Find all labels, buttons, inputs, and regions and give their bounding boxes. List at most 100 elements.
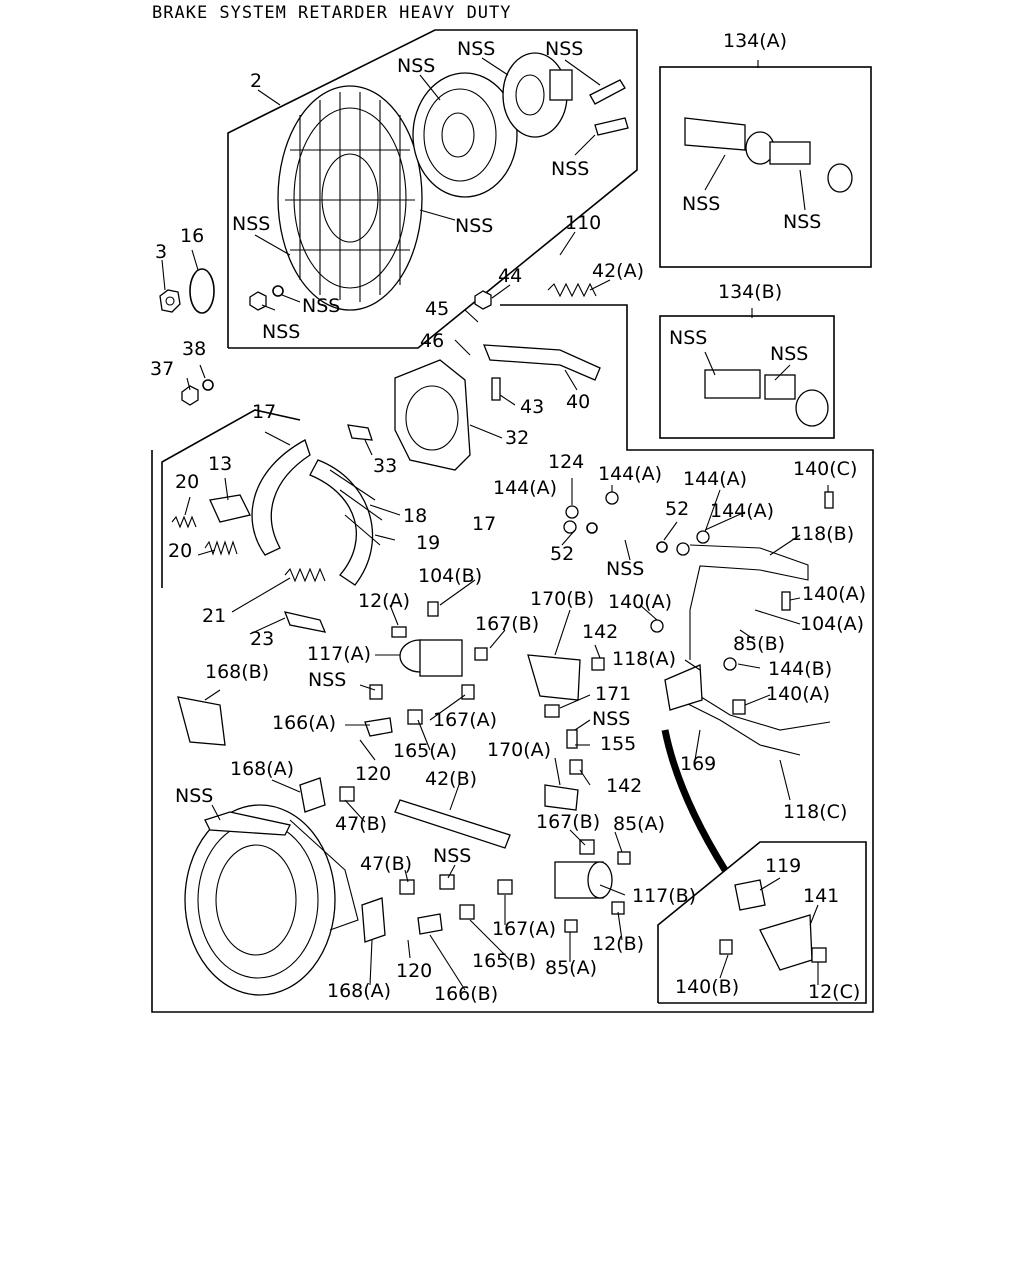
label-117b: 117(B) <box>632 885 696 907</box>
label-nss-4: NSS <box>551 158 589 180</box>
label-169: 169 <box>680 753 716 775</box>
spring-20b <box>204 540 238 556</box>
backing-plate-32 <box>394 359 471 471</box>
label-52-b: 52 <box>550 543 574 565</box>
label-85a-2: 85(A) <box>545 957 597 979</box>
label-47b-2: 47(B) <box>360 853 412 875</box>
label-40: 40 <box>566 391 590 413</box>
label-nss-12: NSS <box>175 785 213 807</box>
retarder-drum <box>277 85 423 311</box>
plate-168a-lower <box>361 897 386 943</box>
label-140a-1: 140(A) <box>802 583 866 605</box>
plate-168a-upper <box>299 777 326 813</box>
label-144a-4: 144(A) <box>710 500 774 522</box>
fasteners <box>339 491 834 963</box>
bracket-141 <box>759 914 813 971</box>
label-110: 110 <box>565 212 601 234</box>
pipe-118b <box>689 544 809 660</box>
label-140a-3: 140(A) <box>766 683 830 705</box>
spring-42a <box>547 282 597 298</box>
label-nss-2: NSS <box>457 38 495 60</box>
label-170a: 170(A) <box>487 739 551 761</box>
label-12c: 12(C) <box>808 981 860 1003</box>
label-144a-3: 144(A) <box>683 468 747 490</box>
label-167a-2: 167(A) <box>492 918 556 940</box>
label-nss-6: NSS <box>232 213 270 235</box>
plate-168b <box>177 696 226 746</box>
label-nss-13: NSS <box>433 845 471 867</box>
page-title: BRAKE SYSTEM RETARDER HEAVY DUTY <box>152 3 512 23</box>
label-37: 37 <box>150 358 174 380</box>
label-43: 43 <box>520 396 544 418</box>
label-23: 23 <box>250 628 274 650</box>
label-165a: 165(A) <box>393 740 457 762</box>
label-142-a: 142 <box>582 621 618 643</box>
label-85a-1: 85(A) <box>613 813 665 835</box>
label-166b: 166(B) <box>434 983 498 1005</box>
label-167b-2: 167(B) <box>536 811 600 833</box>
hub-flange <box>502 52 573 138</box>
label-45: 45 <box>425 298 449 320</box>
label-13: 13 <box>208 453 232 475</box>
label-166a: 166(A) <box>272 712 336 734</box>
actuator-117b <box>554 861 613 899</box>
label-17-right: 17 <box>472 513 496 535</box>
pin-33 <box>347 424 373 441</box>
label-20-a: 20 <box>175 471 199 493</box>
label-nss-5: NSS <box>455 215 493 237</box>
label-12b: 12(B) <box>592 933 644 955</box>
label-nss-1: NSS <box>397 55 435 77</box>
label-168a-1: 168(A) <box>230 758 294 780</box>
label-134a: 134(A) <box>723 30 787 52</box>
label-167a-1: 167(A) <box>433 709 497 731</box>
label-140c: 140(C) <box>793 458 857 480</box>
bracket-170a <box>544 784 579 811</box>
seal-16 <box>189 268 215 314</box>
label-140a-2: 140(A) <box>608 591 672 613</box>
frame-top-assembly <box>227 29 638 349</box>
label-117a: 117(A) <box>307 643 371 665</box>
label-nss-134a-2: NSS <box>783 211 821 233</box>
label-124: 124 <box>548 451 584 473</box>
arm-40 <box>483 344 601 381</box>
nut-37 <box>181 385 199 406</box>
label-119: 119 <box>765 855 801 877</box>
label-12a: 12(A) <box>358 590 410 612</box>
label-47b-1: 47(B) <box>335 813 387 835</box>
label-144a-1: 144(A) <box>598 463 662 485</box>
label-168a-2: 168(A) <box>327 980 391 1002</box>
label-18: 18 <box>403 505 427 527</box>
label-165b: 165(B) <box>472 950 536 972</box>
label-44: 44 <box>498 265 522 287</box>
label-120-a: 120 <box>355 763 391 785</box>
label-155: 155 <box>600 733 636 755</box>
label-nss-8: NSS <box>262 321 300 343</box>
label-118b: 118(B) <box>790 523 854 545</box>
label-104b: 104(B) <box>418 565 482 587</box>
frame-134a <box>659 66 872 268</box>
label-52-a: 52 <box>665 498 689 520</box>
label-118a: 118(A) <box>612 648 676 670</box>
label-104a: 104(A) <box>800 613 864 635</box>
adjuster-23 <box>283 611 327 633</box>
label-nss-11: NSS <box>592 708 630 730</box>
frame-134b <box>659 315 835 439</box>
label-nss-134b-1: NSS <box>669 327 707 349</box>
label-42a: 42(A) <box>592 260 644 282</box>
label-168b: 168(B) <box>205 661 269 683</box>
label-2: 2 <box>250 70 262 92</box>
valve-block-118a <box>664 664 703 711</box>
bolt-upper <box>589 79 629 136</box>
frame-main <box>151 304 874 1013</box>
label-170b: 170(B) <box>530 588 594 610</box>
washer-nss-b <box>272 285 284 297</box>
brake-shoe-18 <box>309 459 383 586</box>
label-20-b: 20 <box>168 540 192 562</box>
hose-black <box>661 729 728 872</box>
label-142-b: 142 <box>606 775 642 797</box>
label-42b: 42(B) <box>425 768 477 790</box>
label-171: 171 <box>595 683 631 705</box>
nut-3 <box>159 289 181 313</box>
label-nss-134a-1: NSS <box>682 193 720 215</box>
